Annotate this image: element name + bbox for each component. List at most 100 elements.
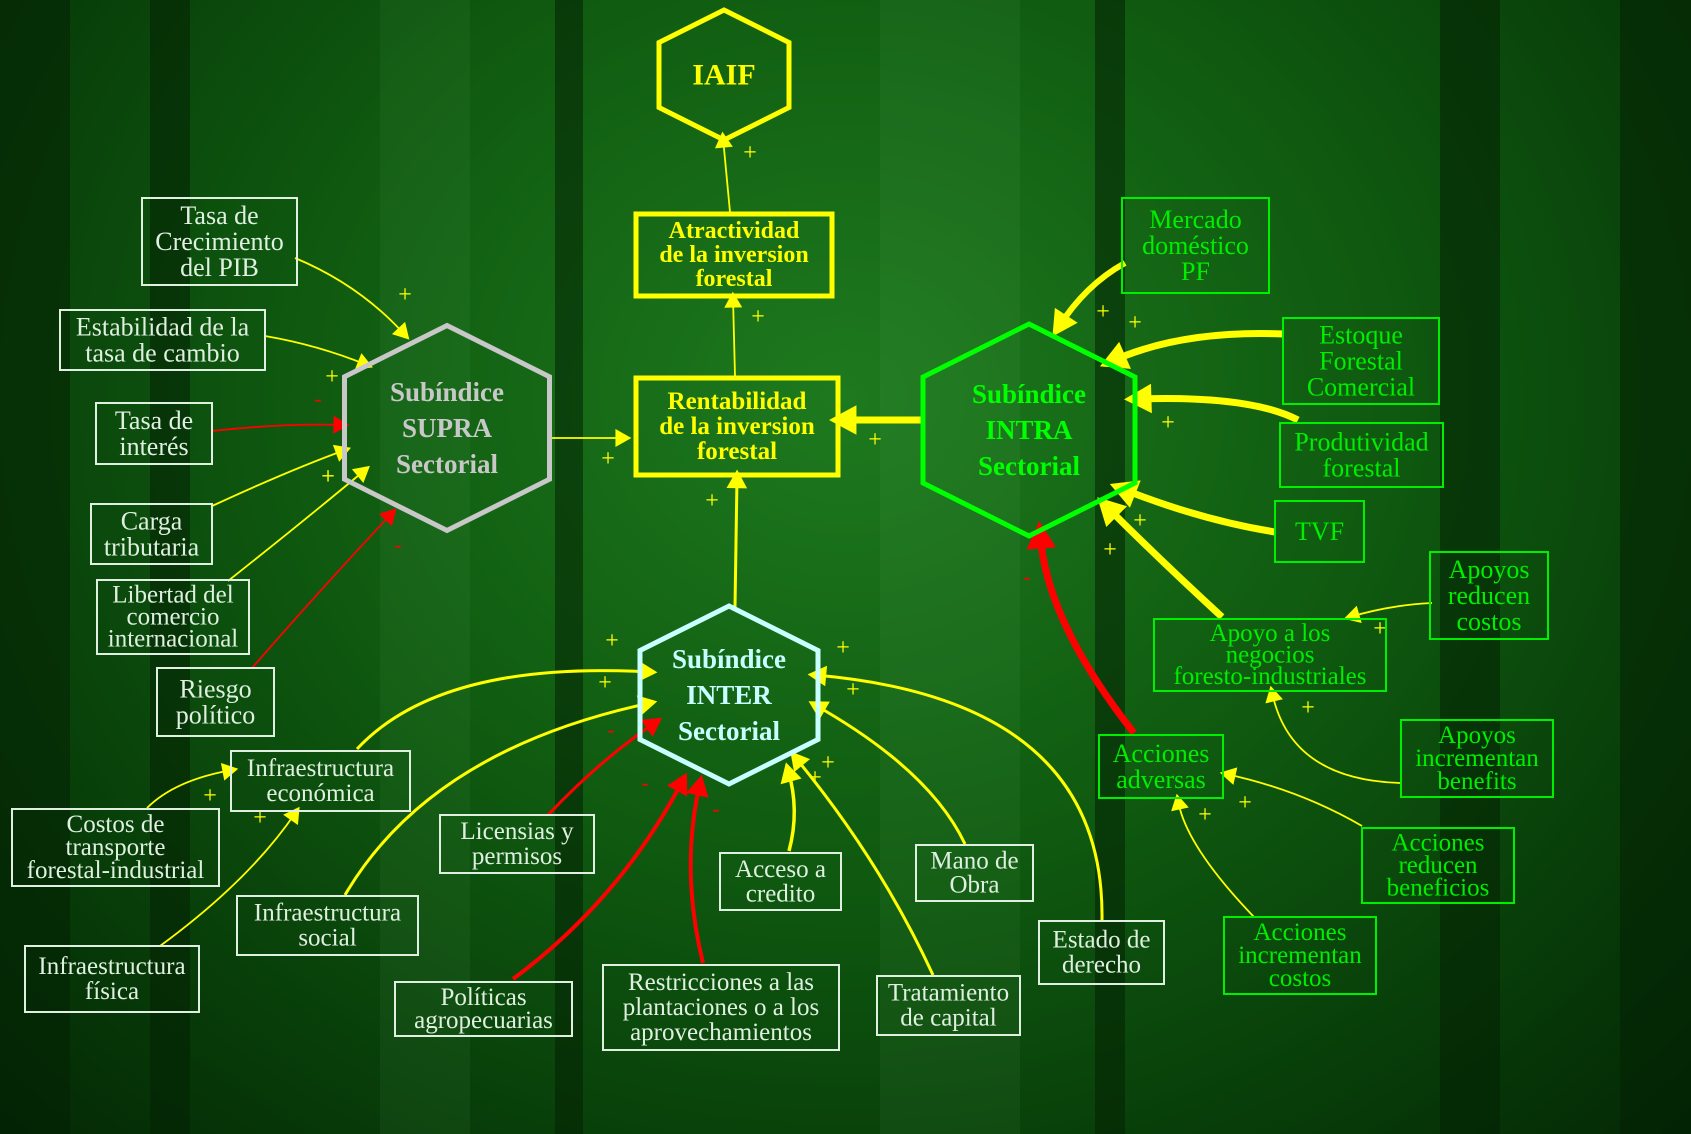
box-shape <box>1121 197 1270 294</box>
edge-apoyos_reducen-to-apoyo_negocios <box>1349 602 1433 618</box>
node-label-line: Apoyos <box>1449 555 1530 584</box>
node-label-line: Mano de <box>930 848 1018 875</box>
edge-acceso_credito-to-inter <box>786 769 796 852</box>
edge-sign-label: + <box>321 464 335 490</box>
node-label-line: credito <box>746 880 815 907</box>
node-label-line: Carga <box>121 507 183 536</box>
edge-carga-to-supra <box>211 449 346 507</box>
edge-sign-label: + <box>821 750 835 776</box>
hexagon-shape <box>342 322 552 534</box>
edge-tratamiento-to-inter <box>793 756 935 976</box>
node-label-line: Estabilidad de la <box>76 313 250 342</box>
node-label-line: SUPRA <box>402 413 493 443</box>
box-shape <box>96 579 250 655</box>
edge-apoyos_incrementan-to-apoyo_negocios <box>1271 691 1402 784</box>
arrowhead <box>1026 521 1056 550</box>
edge-acciones_incrementan-to-acciones_adversas <box>1177 799 1255 918</box>
arrowhead <box>667 772 688 797</box>
edge-acciones_adversas-to-intra <box>1036 531 1137 736</box>
edge-rentabilidad-to-atractividad <box>732 297 736 377</box>
edge-sign-label: + <box>1128 310 1142 336</box>
box-shape <box>1274 500 1365 563</box>
node-label-line: económica <box>266 780 374 807</box>
node-label-line: incrementan <box>1238 942 1362 969</box>
box-shape <box>59 309 266 371</box>
edge-sign-label: + <box>1373 616 1387 642</box>
node-label-line: comercio <box>126 604 219 631</box>
arrowhead <box>640 717 663 737</box>
node-label-line: Costos de <box>67 811 165 838</box>
node-label-line: transporte <box>66 834 166 861</box>
node-label-line: internacional <box>108 626 239 653</box>
node-label-line: Restricciones a las <box>628 969 814 996</box>
node-label-line: Produtividad <box>1294 428 1428 457</box>
edge-restricciones-to-inter <box>688 782 705 964</box>
edge-apoyo_negocios-to-intra <box>1102 502 1225 620</box>
box-shape <box>11 808 220 887</box>
arrowhead <box>1109 480 1141 508</box>
node-label-line: Licensias y <box>460 818 574 845</box>
node-label-line: Infraestructura <box>38 953 185 980</box>
node-label-line: Atractividad <box>669 218 800 244</box>
edge-tasa_pib-to-supra <box>294 257 406 336</box>
node-label-line: reducen <box>1448 581 1530 610</box>
edge-sign-label: + <box>743 140 757 166</box>
node-label-line: Acceso a <box>735 856 826 883</box>
node-label-line: INTRA <box>985 415 1073 445</box>
box-shape <box>24 945 200 1013</box>
box-shape <box>95 402 213 465</box>
edge-sign-label: + <box>1161 410 1175 436</box>
node-iaif[interactable]: IAIF <box>656 7 792 143</box>
box-shape <box>633 211 835 299</box>
node-label-line: foresto-industriales <box>1173 663 1366 690</box>
node-label-line: Acciones <box>1253 919 1346 946</box>
edge-sign-label: + <box>321 464 335 490</box>
box-shape <box>439 814 595 874</box>
arrowhead <box>686 774 709 798</box>
node-label-line: TVF <box>1295 517 1344 546</box>
box-shape <box>90 503 213 565</box>
node-label-line: Tasa de <box>115 406 193 435</box>
node-label-line: reducen <box>1398 852 1478 879</box>
edge-estoque-to-intra <box>1108 330 1284 366</box>
edge-sign-label: + <box>1301 695 1315 721</box>
node-label-line: Políticas <box>440 984 526 1011</box>
node-label-line: IAIF <box>692 59 755 92</box>
node-tvf[interactable]: TVF <box>1274 500 1365 563</box>
box-shape <box>1400 719 1554 798</box>
node-label-line: forestal <box>1323 454 1401 483</box>
box-shape <box>915 844 1034 902</box>
